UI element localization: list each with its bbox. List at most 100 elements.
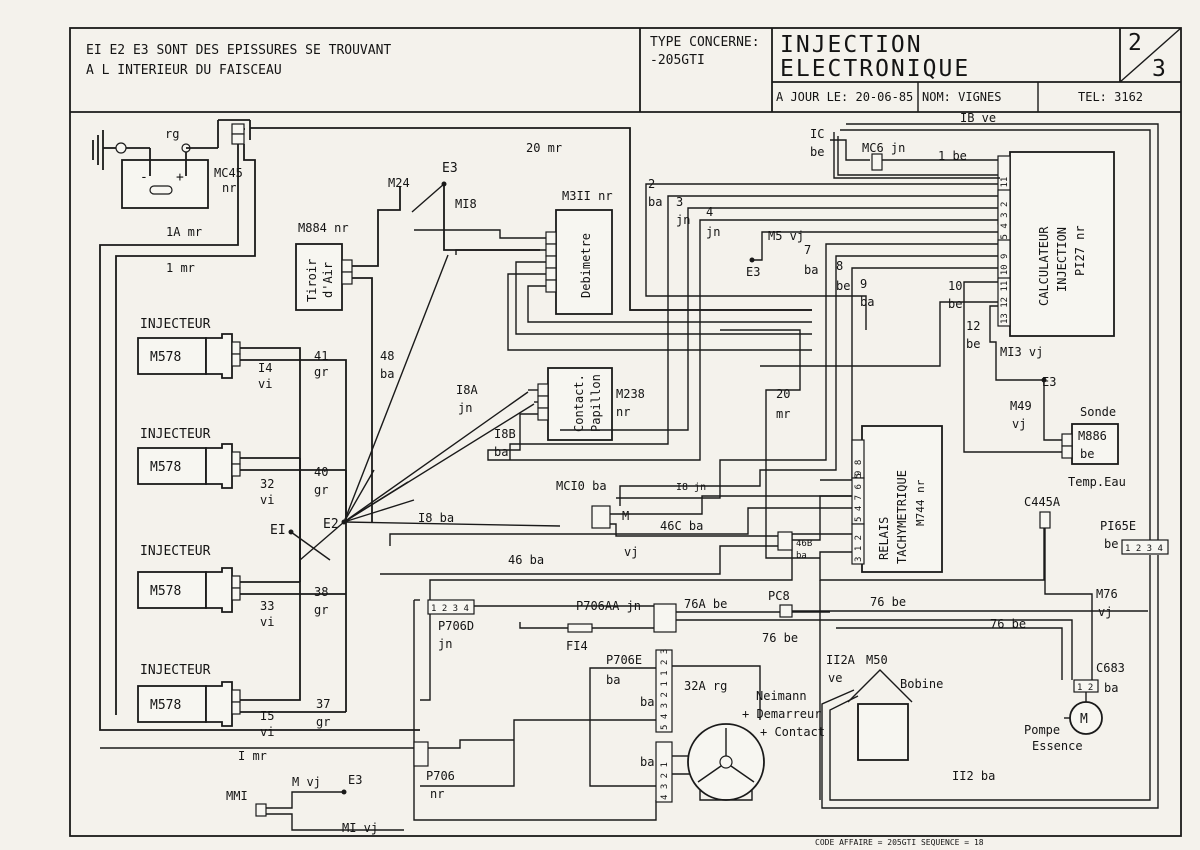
p706e-pins: 5 4 3 2 1 1 2 3 [660, 649, 670, 730]
c445a-connector [1039, 511, 1051, 529]
wire-112a-color: ve [828, 671, 842, 685]
injector-3-title: INJECTEUR [140, 544, 211, 559]
wire-4-num: 4 [706, 205, 713, 219]
type-label: TYPE CONCERNE: [650, 35, 760, 50]
footer-code: CODE AFFAIRE = 205GTI SEQUENCE = 18 [815, 838, 984, 847]
wire-ic-num: IC [810, 127, 824, 141]
wire-46c-label: 46C ba [660, 519, 703, 533]
sheet-frame [69, 27, 1182, 837]
p706-color: nr [430, 787, 444, 801]
wire-9-color: ba [860, 295, 874, 309]
injector-2-ref: M578 [150, 460, 181, 475]
calc-line1: CALCULATEUR [1037, 226, 1051, 306]
battery: - + rg [92, 127, 209, 209]
relais-line2: TACHYMETRIQUE [895, 470, 909, 564]
wire-14-color: vi [258, 377, 272, 391]
contact-papillon-m238: Contact. Papillon M238 nr [537, 367, 645, 441]
splice-e3-right-label: E3 [1042, 375, 1056, 389]
contact-line2: Papillon [589, 374, 603, 432]
injector-4: INJECTEUR M578 [137, 663, 241, 727]
m238-color: nr [616, 405, 630, 419]
wire-15-num: I5 [260, 709, 274, 723]
wire-7-color: ba [804, 263, 818, 277]
mm1-connector [255, 803, 267, 817]
header-note-line1: EI E2 E3 SONT DES EPISSURES SE TROUVANT [86, 43, 391, 58]
splice-e3-top-label: E3 [442, 161, 458, 176]
calc-line3: PI27 nr [1073, 225, 1087, 276]
p706-connector [413, 741, 429, 767]
battery-rg: rg [165, 127, 179, 141]
debimetre-label: Debimetre [579, 233, 593, 298]
wire-1a-label: 1A mr [166, 225, 202, 239]
splice-e3-bottom-label: E3 [348, 773, 362, 787]
motor-letter: M [1080, 712, 1088, 727]
wire-46-label: 46 ba [508, 553, 544, 567]
m76-label: M76 [1096, 587, 1118, 601]
wire-10-num: 10 [948, 279, 962, 293]
calc-line2: INJECTION [1055, 227, 1069, 292]
wire-76-be-2 [676, 619, 1073, 680]
p706-label: P706 [426, 769, 455, 783]
wire-40-color: gr [314, 483, 328, 497]
connector-46b-ba: ba [796, 551, 807, 561]
p706d-label: P706D [438, 619, 474, 633]
wire-8-num: 8 [836, 259, 843, 273]
wire-41-num: 41 [314, 349, 328, 363]
wire-m5 [752, 231, 1000, 261]
f14-label: FI4 [566, 639, 588, 653]
wire-38-color: gr [314, 603, 328, 617]
wire-76be-2: 76 be [762, 631, 798, 645]
wire-1b-label: IB ve [960, 111, 996, 125]
m311-label: M3II nr [562, 189, 613, 203]
splice-e1-label: EI [270, 523, 286, 538]
relais-pins-bottom: 3 1 2 [854, 535, 864, 562]
wire-2-color: ba [648, 195, 662, 209]
diagram-title-line2: ELECTRONIQUE [780, 56, 970, 82]
pompe-line1: Pompe [1024, 723, 1060, 737]
m13-label: MI3 vj [1000, 345, 1043, 359]
wire-ic-color: be [810, 145, 824, 159]
wire-m-color: vj [624, 545, 638, 559]
c445a-label: C445A [1024, 495, 1061, 509]
diagram-title-line1: INJECTION [780, 32, 923, 58]
m238-label: M238 [616, 387, 645, 401]
m18-label: MI8 [455, 197, 477, 211]
calc-pins-bottom: 13 12 11 10 9 [1000, 254, 1010, 324]
wire-m76 [1044, 528, 1093, 680]
temp-eau-label: Temp.Eau [1068, 475, 1126, 489]
p706e-side-ba: ba [640, 695, 654, 709]
battery-plus: + [176, 170, 184, 185]
wire-41-color: gr [314, 365, 328, 379]
p706d-pins: 1 2 3 4 [431, 604, 469, 614]
wire-1-mr [99, 144, 420, 731]
wire-18a-num: I8A [456, 383, 478, 397]
mc10-label: MCI0 ba [556, 479, 607, 493]
mm1-label: MMI [226, 789, 248, 803]
p706-lower-connector [655, 741, 673, 803]
mc45-connector: MC45 nr [186, 119, 251, 195]
bobine-label: Bobine [900, 677, 943, 691]
sonde-m886: Sonde M886 be Temp.Eau [1061, 405, 1126, 489]
wire-1b-ve [840, 129, 1151, 545]
wire-1-label: 1 mr [166, 261, 195, 275]
wire-18b-num: I8B [494, 427, 516, 441]
pc8-connector [779, 604, 793, 618]
p706aa-connector [653, 603, 677, 633]
contact-line1: Contact. [572, 374, 586, 432]
p706-lower-pins: 4 3 2 1 [660, 762, 670, 800]
wire-32-num: 32 [260, 477, 274, 491]
m5-label: M5 vj [768, 229, 804, 243]
wire-18b-color: ba [494, 445, 508, 459]
neimann-line3: + Contact [760, 725, 825, 739]
wire-m-num: M [622, 509, 629, 523]
injector-3-ref: M578 [150, 584, 181, 599]
m884-label: M884 nr [298, 221, 349, 235]
wire-46b-label: 46B [796, 539, 812, 549]
wire-18ba-label: I8 ba [418, 511, 454, 525]
updated-date: A JOUR LE: 20-06-85 [776, 90, 913, 104]
c683-pins: 1 2 [1077, 683, 1093, 693]
wire-33-num: 33 [260, 599, 274, 613]
relais-pins-mid: 5 4 7 6 5 [854, 473, 864, 522]
injector-1-ref: M578 [150, 350, 181, 365]
c683-label: C683 [1096, 661, 1125, 675]
